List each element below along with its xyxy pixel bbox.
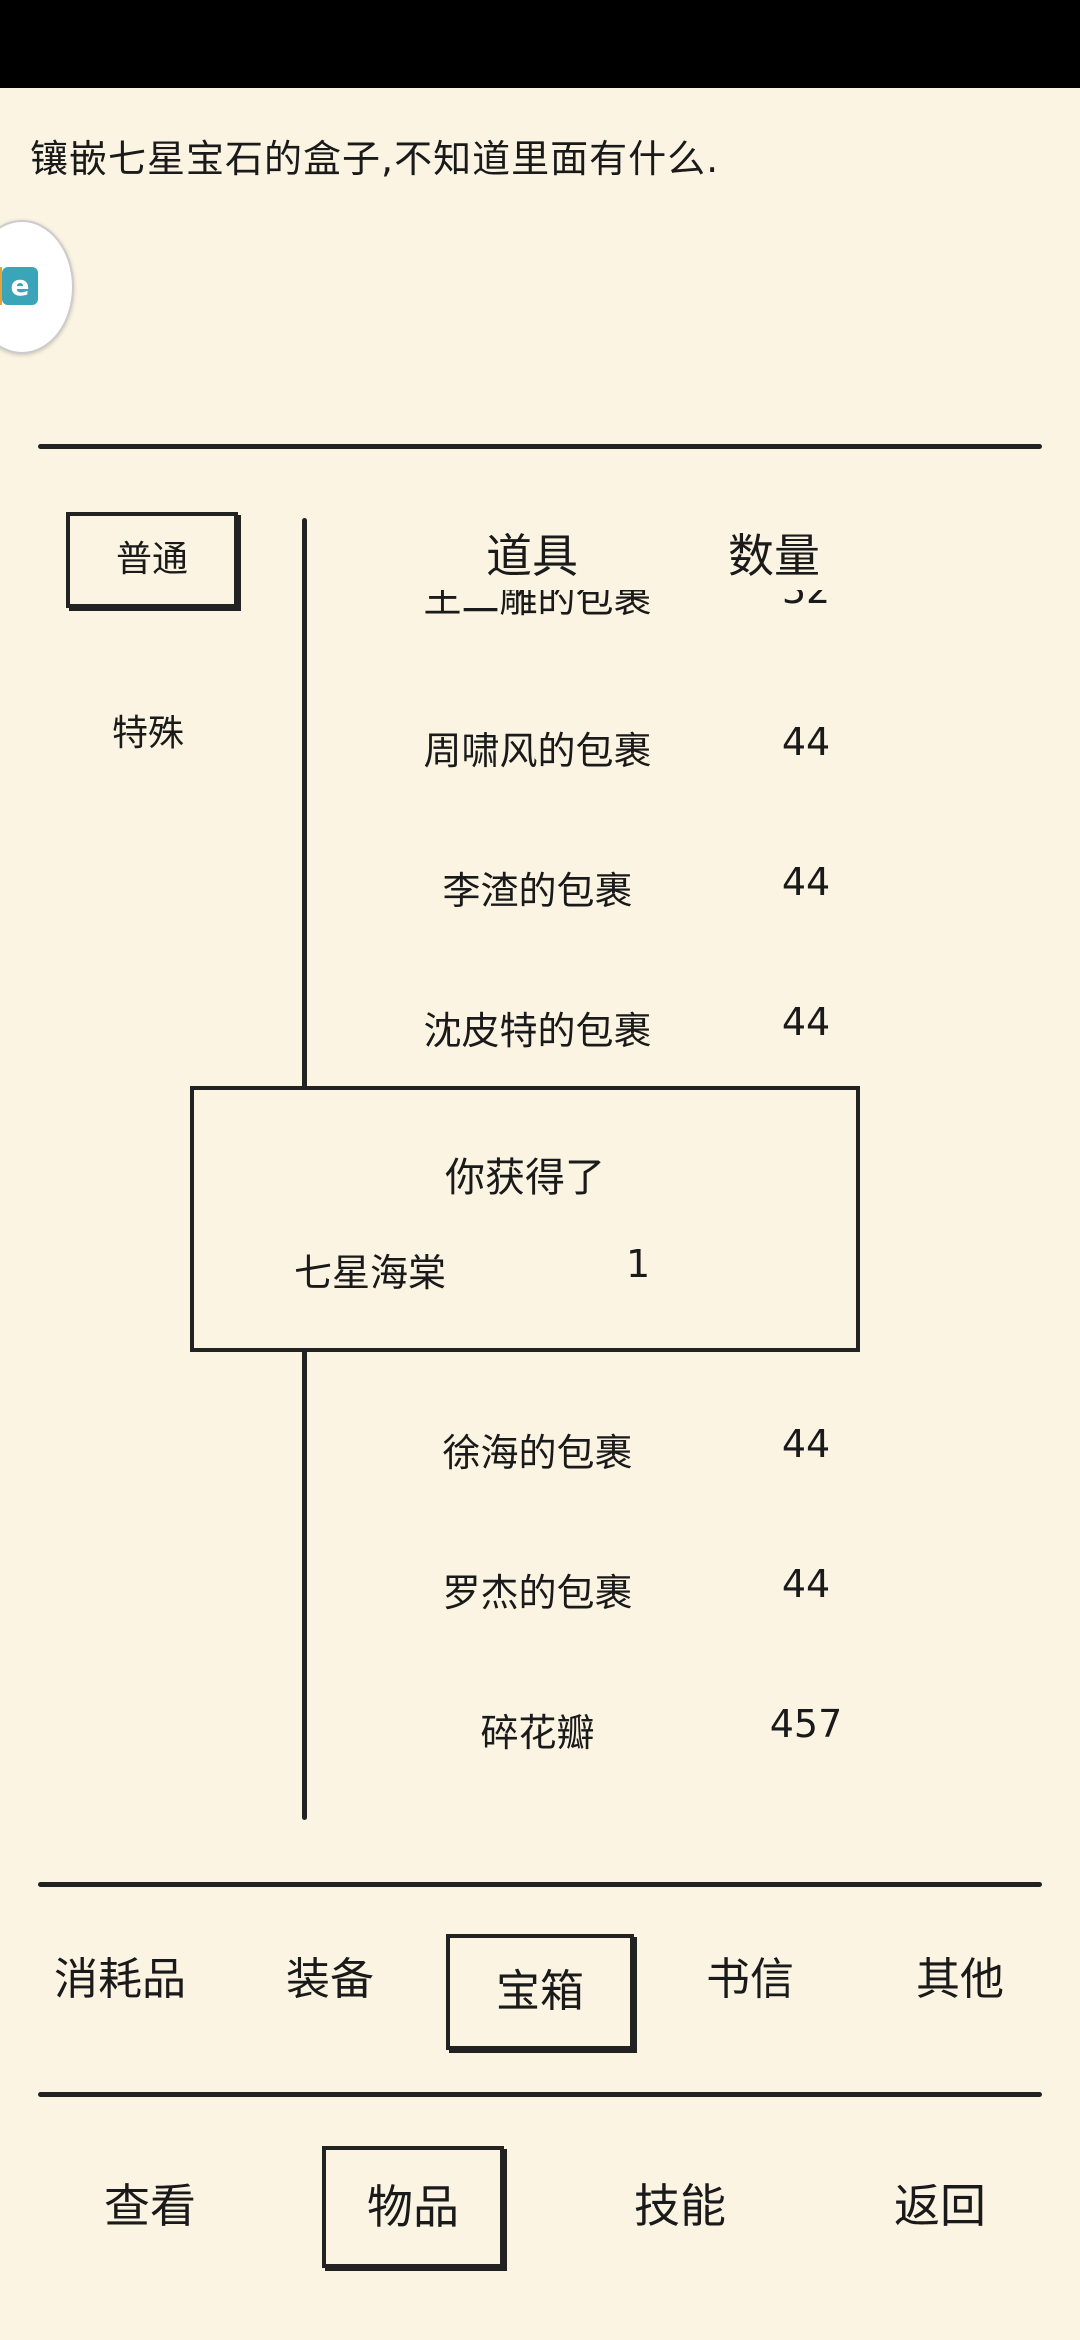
list-item[interactable]: 罗杰的包裹 44 bbox=[330, 1562, 890, 1702]
divider-categories-top bbox=[38, 1882, 1042, 1887]
item-qty: 44 bbox=[781, 720, 831, 764]
item-qty: 44 bbox=[781, 1000, 831, 1044]
item-name: 李渣的包裹 bbox=[442, 869, 633, 913]
tab-special[interactable]: 特殊 bbox=[111, 713, 184, 754]
category-equipment[interactable]: 装备 bbox=[286, 1954, 374, 2005]
divider-top bbox=[38, 444, 1042, 449]
list-item[interactable]: 碎花瓣 457 bbox=[330, 1702, 890, 1810]
item-qty: 457 bbox=[769, 1702, 843, 1746]
list-item[interactable]: 李渣的包裹 44 bbox=[330, 860, 890, 1000]
list-item[interactable]: 沈皮特的包裹 44 bbox=[330, 1000, 890, 1140]
status-bar bbox=[0, 0, 1080, 88]
popup-item-count: 1 bbox=[626, 1242, 651, 1286]
list-item[interactable]: 徐海的包裹 44 bbox=[330, 1422, 890, 1562]
category-consumables[interactable]: 消耗品 bbox=[54, 1954, 186, 2005]
item-qty: 32 bbox=[781, 590, 831, 612]
item-name: 沈皮特的包裹 bbox=[423, 1009, 652, 1053]
popup-item-name: 七星海棠 bbox=[294, 1251, 447, 1295]
item-name: 罗杰的包裹 bbox=[442, 1571, 633, 1615]
nav-view[interactable]: 查看 bbox=[104, 2179, 196, 2233]
item-description: 镶嵌七星宝石的盒子,不知道里面有什么. bbox=[30, 137, 720, 181]
nav-back[interactable]: 返回 bbox=[894, 2179, 986, 2233]
tab-normal[interactable]: 普通 bbox=[66, 512, 238, 608]
item-qty: 44 bbox=[781, 1422, 831, 1466]
app-shortcut-icon: e bbox=[0, 267, 38, 305]
item-name: 碎花瓣 bbox=[480, 1711, 595, 1755]
column-header-qty: 数量 bbox=[728, 529, 820, 583]
item-name: 王二雕的包裹 bbox=[423, 590, 652, 621]
list-item[interactable]: 周啸风的包裹 44 bbox=[330, 720, 890, 860]
floating-shortcut-button[interactable]: e bbox=[0, 220, 74, 354]
nav-items[interactable]: 物品 bbox=[322, 2146, 504, 2268]
item-name: 周啸风的包裹 bbox=[423, 729, 652, 773]
item-name: 徐海的包裹 bbox=[442, 1431, 633, 1475]
category-chests[interactable]: 宝箱 bbox=[446, 1934, 634, 2050]
popup-title: 你获得了 bbox=[445, 1155, 605, 1201]
nav-skills[interactable]: 技能 bbox=[634, 2179, 726, 2233]
item-qty: 44 bbox=[781, 860, 831, 904]
column-header-item: 道具 bbox=[486, 529, 578, 583]
item-list[interactable]: 王二雕的包裹 32 周啸风的包裹 44 李渣的包裹 44 沈皮特的包裹 44 徐… bbox=[320, 590, 920, 1810]
item-qty: 44 bbox=[781, 1562, 831, 1606]
list-item[interactable]: 王二雕的包裹 32 bbox=[330, 590, 890, 708]
category-other[interactable]: 其他 bbox=[916, 1954, 1004, 2005]
divider-nav-top bbox=[38, 2092, 1042, 2097]
category-letters[interactable]: 书信 bbox=[706, 1954, 794, 2005]
reward-popup[interactable]: 你获得了 七星海棠 1 bbox=[190, 1086, 860, 1352]
